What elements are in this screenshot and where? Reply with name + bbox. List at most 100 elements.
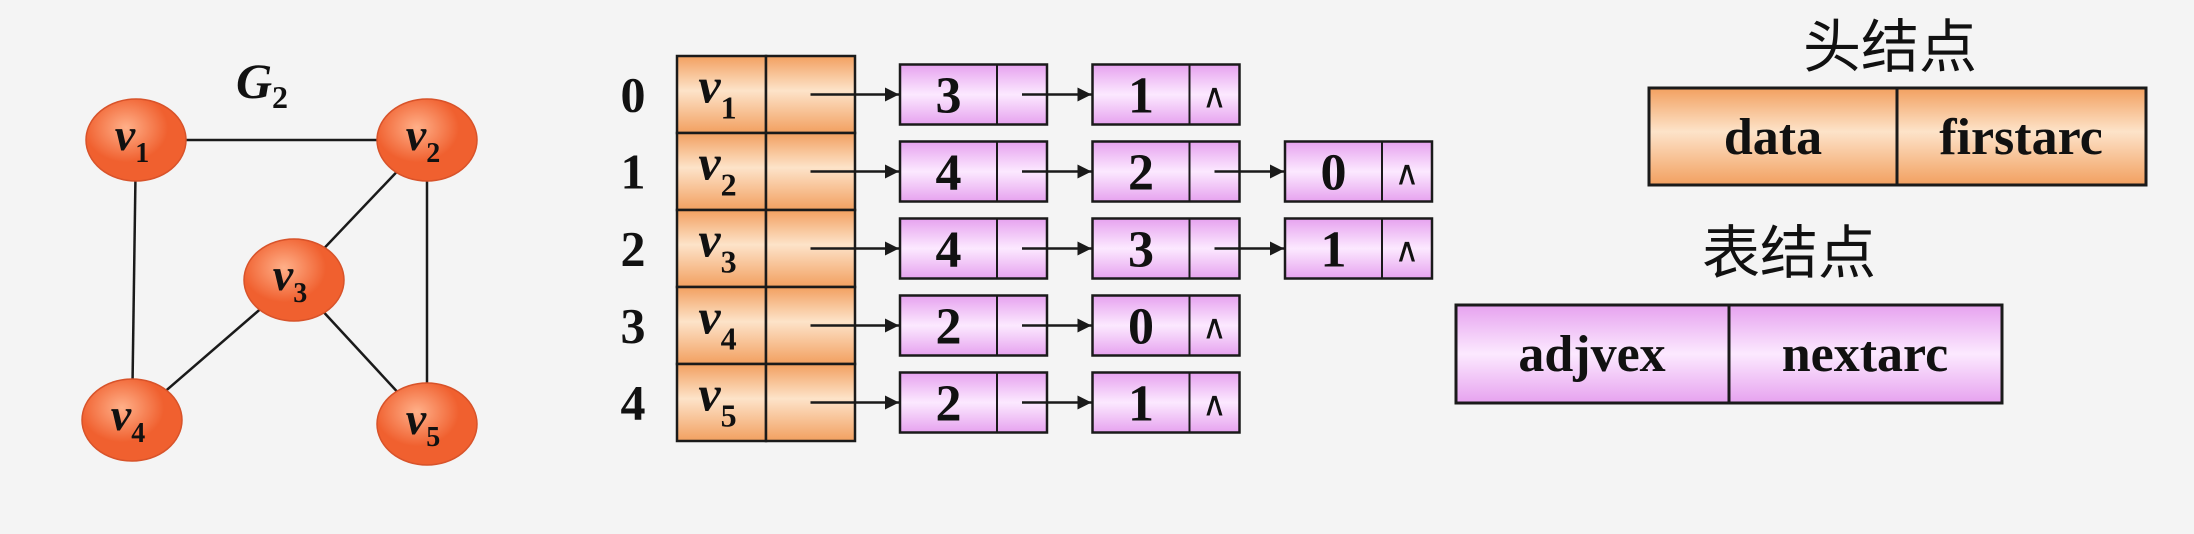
head-node-firstarc-label: firstarc [1939, 109, 2103, 166]
arc-node-adjvex-field [1454, 303, 1731, 405]
head-node-data-label: data [1724, 109, 1822, 166]
graph-vertex: v5 [376, 382, 478, 466]
graph-title-letter: G [236, 53, 272, 109]
head-node-vertex: v4 [698, 289, 736, 357]
vertex-letter: v [698, 212, 721, 268]
vertex-ellipse [376, 382, 478, 466]
graph-edge [130, 139, 138, 421]
arc-node-adjvex: 1 [1128, 376, 1154, 433]
vertex-subscript: 2 [426, 138, 440, 169]
arc-node-nextarc-label: nextarc [1782, 326, 1949, 383]
vertex-subscript: 5 [426, 422, 440, 453]
null-pointer-symbol: ∧ [1202, 77, 1227, 117]
vertex-label: v1 [115, 109, 149, 169]
null-pointer-symbol: ∧ [1202, 385, 1227, 425]
arc-node: 0∧ [1283, 140, 1434, 203]
graph-title: G2 [236, 53, 288, 115]
vertex-subscript: 4 [721, 321, 737, 357]
arc-node-adjvex: 3 [936, 68, 962, 125]
vertex-letter: v [698, 366, 721, 422]
head-node-firstarc-field [1895, 86, 2148, 187]
arc-node-adjvex: 0 [1128, 299, 1154, 356]
arc-node-adjvex: 2 [936, 299, 962, 356]
arc-node-box [1283, 140, 1434, 203]
vertex-index: 3 [621, 298, 646, 354]
head-node-data-field [1647, 86, 1899, 187]
null-pointer-symbol: ∧ [1395, 231, 1420, 271]
vertex-ellipse [85, 98, 187, 182]
head-node-vertex: v1 [698, 58, 736, 126]
vertex-label: v3 [273, 249, 307, 309]
vertex-subscript: 2 [721, 167, 737, 203]
arc-node: 1∧ [1283, 217, 1434, 280]
vertex-subscript: 5 [721, 398, 737, 434]
arc-node: 2 [898, 371, 1092, 434]
arc-node-title: 表结点 [1702, 219, 1876, 287]
head-node-vertex: v2 [698, 135, 736, 203]
arc-node-box [1091, 63, 1241, 126]
arc-node-adjvex: 4 [936, 222, 962, 279]
head-node-title: 头结点 [1803, 13, 1977, 81]
graph-vertex: v2 [376, 98, 478, 182]
arc-node-box [1283, 217, 1434, 280]
null-pointer-symbol: ∧ [1395, 154, 1420, 194]
vertex-label: v2 [406, 109, 440, 169]
vertex-subscript: 3 [721, 244, 737, 280]
head-node-vertex: v5 [698, 366, 736, 434]
arc-node-adjvex-label: adjvex [1518, 326, 1665, 383]
vertex-subscript: 1 [721, 90, 737, 126]
vertex-letter: v [111, 389, 132, 440]
vertex-letter: v [698, 289, 721, 345]
arc-node-nextarc-field [1727, 303, 2004, 405]
head-node-vertex: v3 [698, 212, 736, 280]
arc-node: 0∧ [1091, 294, 1241, 357]
legend-arc-node: 表结点 adjvex nextarc [1454, 219, 2004, 405]
arc-node: 2 [898, 294, 1092, 357]
null-pointer-symbol: ∧ [1202, 308, 1227, 348]
arc-node-adjvex: 2 [1128, 145, 1154, 202]
arc-node-adjvex: 2 [936, 376, 962, 433]
arc-node: 3 [898, 63, 1092, 126]
arc-node: 3 [1091, 217, 1284, 280]
arc-node-adjvex: 1 [1128, 68, 1154, 125]
graph-title-subscript: 2 [272, 79, 288, 115]
vertex-index: 2 [621, 221, 646, 277]
node-structure-legend: 头结点 data firstarc 表结点 adjvex nextarc [1454, 13, 2148, 405]
arc-node-adjvex: 0 [1321, 145, 1347, 202]
head-node-data-cell [675, 208, 768, 289]
arc-node-box [1091, 371, 1241, 434]
vertex-index: 0 [621, 67, 646, 123]
vertex-ellipse [243, 238, 345, 322]
arc-node: 1∧ [1091, 63, 1241, 126]
arc-node-adjvex: 3 [1128, 222, 1154, 279]
arc-node-box [1091, 294, 1241, 357]
arc-node: 4 [898, 217, 1092, 280]
vertex-index: 1 [621, 144, 646, 200]
vertex-ellipse [376, 98, 478, 182]
vertex-letter: v [115, 109, 136, 160]
graph-vertex: v3 [243, 238, 345, 322]
vertex-subscript: 1 [135, 138, 149, 169]
vertex-letter: v [698, 135, 721, 191]
legend-head-node: 头结点 data firstarc [1647, 13, 2148, 187]
head-node-data-cell [675, 362, 768, 443]
arc-node: 2 [1091, 140, 1284, 203]
vertex-subscript: 3 [293, 278, 307, 309]
graph-vertex: v4 [81, 378, 183, 462]
vertex-letter: v [273, 249, 294, 300]
vertex-subscript: 4 [131, 418, 145, 449]
vertex-letter: v [406, 393, 427, 444]
arc-node-adjvex: 4 [936, 145, 962, 202]
vertex-label: v4 [111, 389, 145, 449]
vertex-letter: v [406, 109, 427, 160]
graph-vertex: v1 [85, 98, 187, 182]
vertex-ellipse [81, 378, 183, 462]
